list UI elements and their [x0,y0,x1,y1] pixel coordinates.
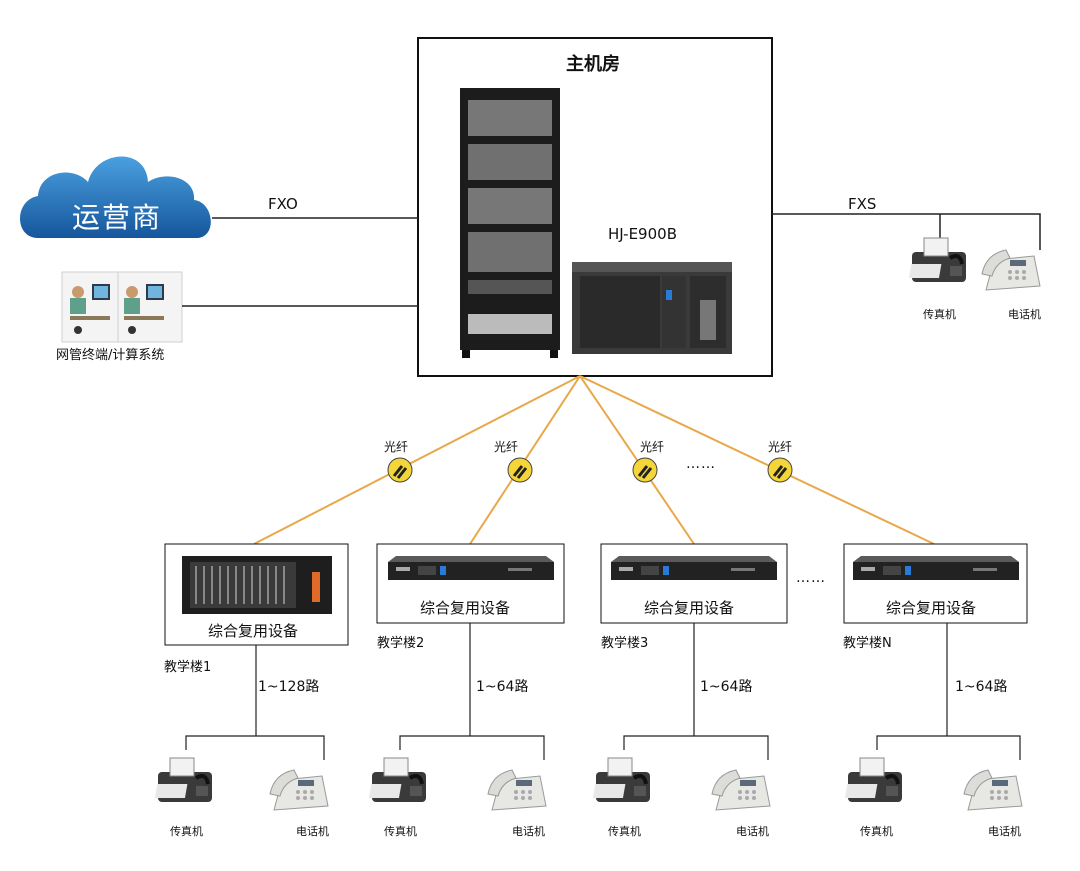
operator-cloud [20,156,211,238]
fiber-connector-icon [506,456,534,484]
fiber-connector-icon [766,456,794,484]
fxs-label: FXS [848,195,877,213]
building-name: 教学楼1 [164,660,212,675]
mux-label: 综合复用设备 [886,599,977,617]
ellipsis-fiber: …… [686,456,716,472]
fiber-label: 光纤 [494,440,519,454]
phone-label: 电话机 [988,825,1021,838]
fax-icon [366,756,428,804]
fax-icon [590,756,652,804]
terminal-links [185,623,1021,760]
mux-label: 综合复用设备 [644,599,735,617]
fxs-fax-icon [906,236,968,284]
mux-label: 综合复用设备 [420,599,511,617]
phone-icon [487,769,547,811]
building-name: 教学楼N [843,636,892,651]
fxo-label: FXO [268,195,298,213]
fiber-connector-icon [386,456,414,484]
building-name: 教学楼3 [601,636,649,651]
fxs-fax-label: 传真机 [923,308,956,321]
hj-e900b-chassis [572,262,732,354]
fiber-label: 光纤 [640,440,665,454]
fiber-connector-icon [631,456,659,484]
phone-label: 电话机 [296,825,329,838]
fxs-phone-icon [981,249,1041,291]
management-label: 网管终端/计算系统 [56,348,165,363]
mux-device-icon [388,556,554,580]
line-count: 1~64路 [700,679,753,695]
ellipsis-mux: …… [796,570,826,586]
phone-label: 电话机 [512,825,545,838]
management-terminal-icon [61,271,183,343]
operator-label: 运营商 [72,201,163,234]
line-count: 1~128路 [258,679,320,695]
phone-icon [963,769,1023,811]
mux-device-large [182,556,332,614]
mux-label: 综合复用设备 [208,622,299,640]
fax-icon [152,756,214,804]
fiber-label: 光纤 [384,440,409,454]
phone-label: 电话机 [736,825,769,838]
building-name: 教学楼2 [377,636,425,651]
server-rack [460,88,560,358]
phone-icon [269,769,329,811]
mux-device-icon [853,556,1019,580]
fiber-links [253,375,935,545]
fax-label: 传真机 [170,825,203,838]
fax-label: 传真机 [384,825,417,838]
network-links [182,213,1041,307]
line-count: 1~64路 [955,679,1008,695]
fax-label: 传真机 [608,825,641,838]
fax-icon [842,756,904,804]
mux-device-icon [611,556,777,580]
fax-label: 传真机 [860,825,893,838]
main-room-title: 主机房 [566,54,620,75]
phone-icon [711,769,771,811]
line-count: 1~64路 [476,679,529,695]
fiber-label: 光纤 [768,440,793,454]
fxs-phone-label: 电话机 [1008,308,1041,321]
equipment-model-label: HJ-E900B [608,225,677,243]
